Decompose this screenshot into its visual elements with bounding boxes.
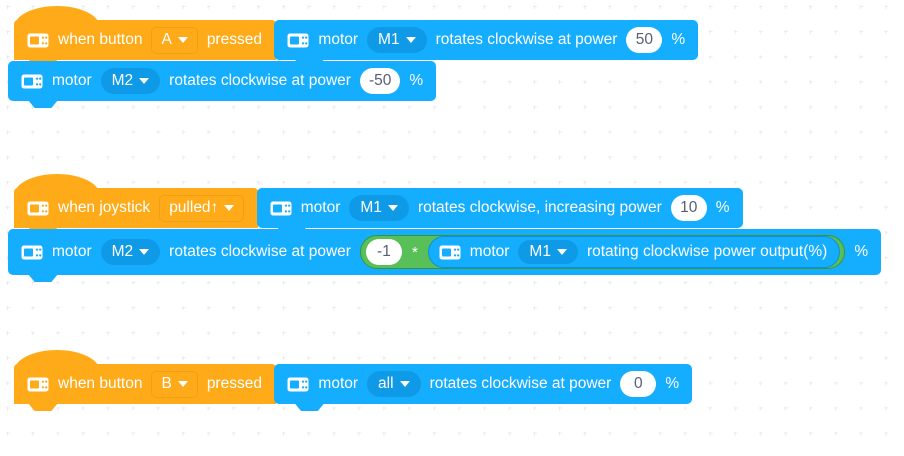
motor-select-value: M2 bbox=[111, 243, 134, 260]
chevron-down-icon bbox=[177, 37, 188, 43]
controller-icon bbox=[287, 377, 309, 391]
button-dropdown-value: A bbox=[161, 31, 172, 48]
power-input[interactable]: -50 bbox=[359, 68, 401, 94]
chevron-down-icon bbox=[556, 249, 567, 255]
hat-label-suffix: pressed bbox=[206, 375, 262, 393]
motor-power-expression-block[interactable]: motor M2 rotates clockwise at power -1 * bbox=[8, 229, 882, 275]
multiply-left-operand[interactable]: -1 bbox=[365, 239, 402, 265]
joystick-direction-value: pulled↑ bbox=[169, 199, 219, 216]
block-label-action: rotates clockwise at power bbox=[435, 31, 618, 49]
block-label-motor: motor bbox=[318, 375, 359, 393]
hat-block-when-joystick[interactable]: when joystick pulled↑ bbox=[14, 174, 259, 228]
motor-select[interactable]: M1 bbox=[349, 195, 409, 221]
motor-power-output-reporter[interactable]: motor M1 rotating clockwise power output… bbox=[427, 236, 841, 268]
percent-label: % bbox=[854, 243, 869, 260]
multiply-operator-block[interactable]: -1 * motor M1 ro bbox=[359, 235, 846, 269]
motor-select-value: M1 bbox=[378, 31, 400, 48]
block-label-action: rotates clockwise, increasing power bbox=[417, 199, 662, 217]
hat-label-prefix: when button bbox=[58, 31, 143, 49]
script-button-b[interactable]: when button B pressed motor all rotates … bbox=[14, 350, 693, 404]
button-dropdown[interactable]: B bbox=[151, 370, 198, 398]
motor-select[interactable]: M1 bbox=[367, 27, 427, 53]
reporter-motor-select[interactable]: M1 bbox=[518, 240, 578, 264]
chevron-down-icon bbox=[224, 205, 235, 211]
block-label-action: rotates clockwise at power bbox=[429, 375, 612, 393]
joystick-direction-dropdown[interactable]: pulled↑ bbox=[159, 194, 245, 222]
motor-select-value: M2 bbox=[111, 72, 134, 89]
reporter-label-motor: motor bbox=[469, 243, 510, 261]
hat-label-suffix: pressed bbox=[206, 31, 262, 49]
motor-select[interactable]: M2 bbox=[100, 68, 161, 94]
controller-icon bbox=[21, 74, 43, 88]
chevron-down-icon bbox=[139, 78, 150, 84]
motor-select-value: all bbox=[378, 375, 394, 392]
block-label-motor: motor bbox=[300, 199, 341, 217]
controller-icon bbox=[27, 33, 49, 47]
reporter-label-output: rotating clockwise power output(%) bbox=[586, 243, 828, 261]
percent-label: % bbox=[409, 72, 424, 89]
block-label-action: rotates clockwise at power bbox=[169, 243, 351, 261]
controller-icon bbox=[287, 33, 309, 47]
controller-icon bbox=[439, 245, 461, 259]
block-label-motor: motor bbox=[52, 72, 92, 90]
motor-power-block[interactable]: motor M1 rotates clockwise at power 50 % bbox=[274, 20, 699, 60]
button-dropdown[interactable]: A bbox=[151, 26, 198, 54]
controller-icon bbox=[27, 377, 49, 391]
motor-increasing-power-block[interactable]: motor M1 rotates clockwise, increasing p… bbox=[256, 188, 743, 228]
motor-power-block[interactable]: motor all rotates clockwise at power 0 % bbox=[274, 364, 693, 404]
motor-select[interactable]: all bbox=[367, 371, 421, 397]
chevron-down-icon bbox=[177, 381, 188, 387]
percent-label: % bbox=[665, 375, 680, 392]
hat-label-prefix: when button bbox=[58, 375, 143, 393]
power-input[interactable]: 50 bbox=[626, 27, 663, 53]
controller-icon bbox=[27, 201, 49, 215]
motor-select-value: M1 bbox=[360, 199, 382, 216]
controller-icon bbox=[270, 201, 292, 215]
power-input[interactable]: 0 bbox=[620, 371, 657, 397]
reporter-motor-select-value: M1 bbox=[529, 243, 551, 260]
script-button-a[interactable]: when button A pressed motor M1 rotates c… bbox=[8, 6, 904, 101]
percent-label: % bbox=[715, 199, 730, 216]
block-label-motor: motor bbox=[52, 243, 92, 261]
chevron-down-icon bbox=[405, 37, 416, 43]
hat-block-when-button-pressed[interactable]: when button A pressed bbox=[14, 6, 276, 60]
power-input[interactable]: 10 bbox=[670, 195, 707, 221]
motor-select[interactable]: M2 bbox=[100, 239, 161, 265]
block-label-motor: motor bbox=[318, 31, 359, 49]
multiply-symbol: * bbox=[411, 243, 418, 261]
percent-label: % bbox=[671, 31, 686, 48]
hat-block-when-button-pressed[interactable]: when button B pressed bbox=[14, 350, 276, 404]
controller-icon bbox=[21, 245, 43, 259]
chevron-down-icon bbox=[387, 205, 398, 211]
motor-power-block[interactable]: motor M2 rotates clockwise at power -50 … bbox=[8, 61, 437, 101]
hat-label-prefix: when joystick bbox=[58, 199, 151, 217]
button-dropdown-value: B bbox=[161, 375, 172, 392]
chevron-down-icon bbox=[139, 249, 150, 255]
script-joystick-pulled-up[interactable]: when joystick pulled↑ motor M1 rotates c… bbox=[8, 174, 904, 275]
block-label-action: rotates clockwise at power bbox=[169, 72, 351, 90]
chevron-down-icon bbox=[399, 381, 410, 387]
